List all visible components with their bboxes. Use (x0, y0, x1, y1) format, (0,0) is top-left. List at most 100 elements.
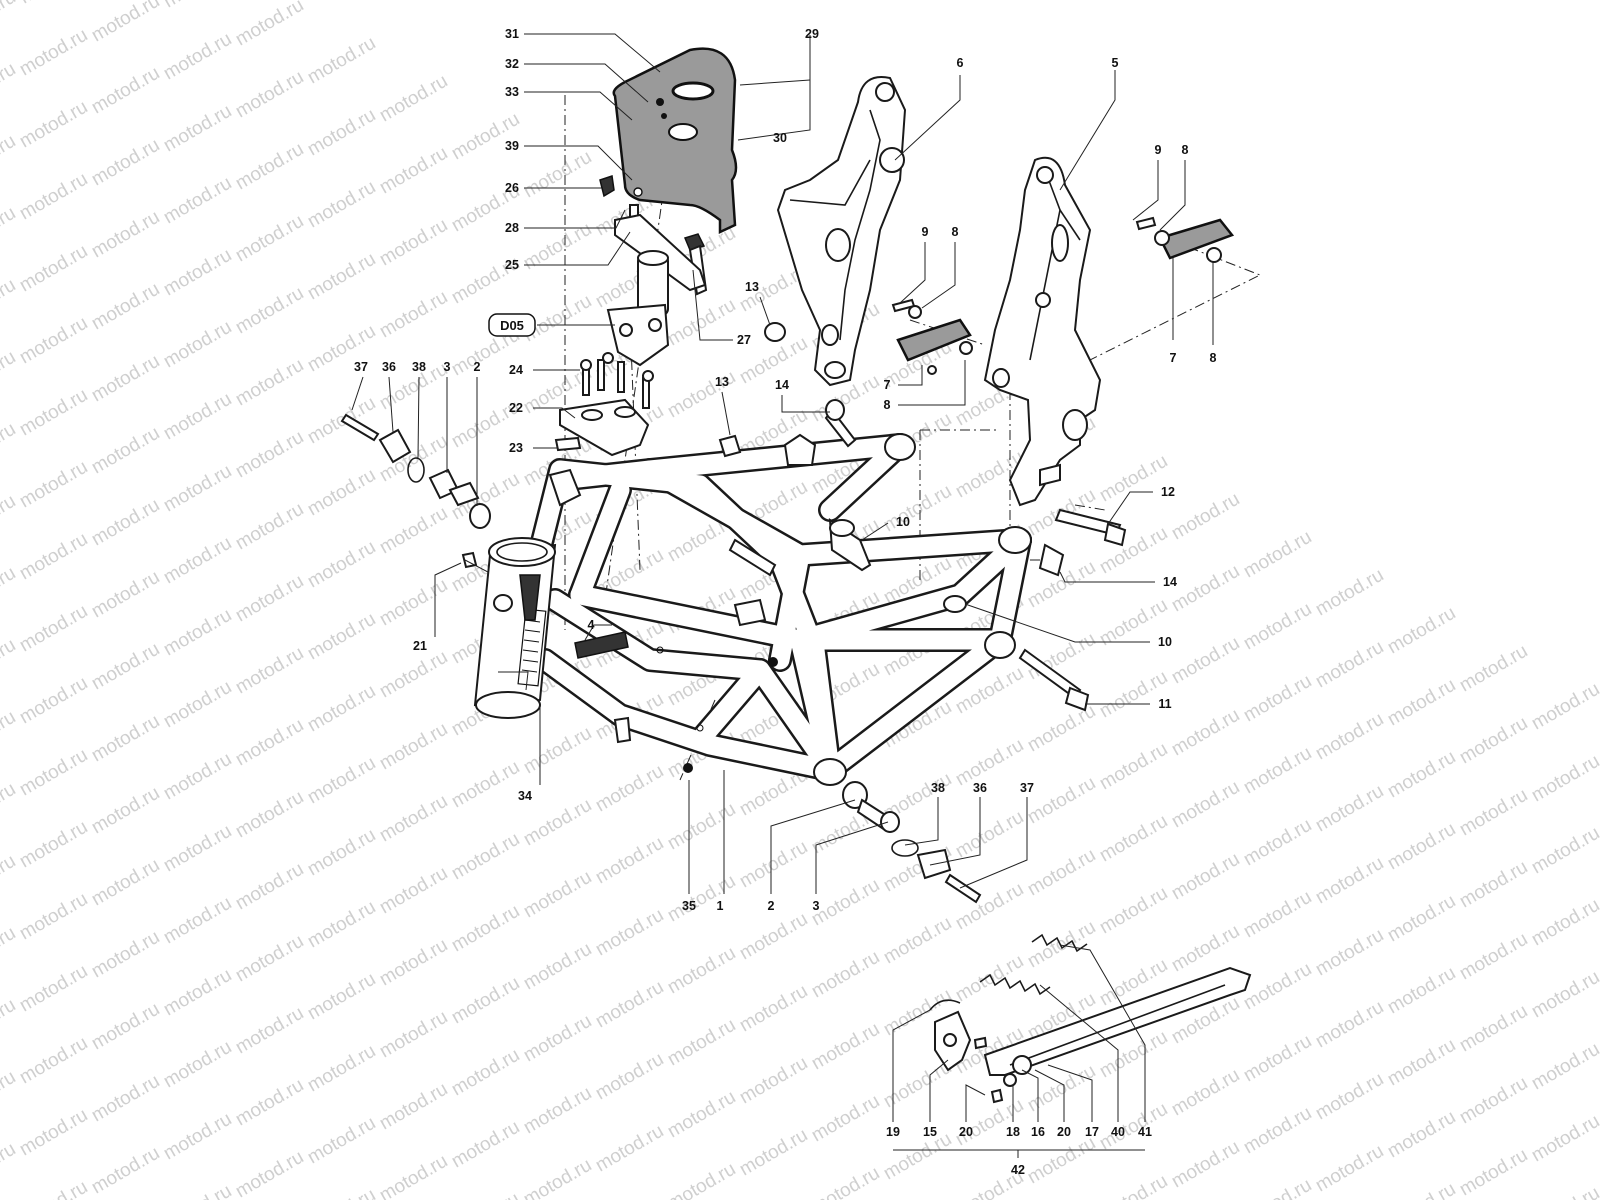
watermark-text: motod.ru (1096, 1099, 1171, 1155)
watermark-text: motod.ru (376, 1007, 451, 1063)
watermark-text: motod.ru (808, 1163, 883, 1200)
watermark-text: motod.ru (1528, 751, 1600, 807)
watermark-text: motod.ru (232, 1003, 307, 1059)
callout-40: 40 (1111, 1125, 1125, 1139)
watermark-text: motod.ru (0, 0, 19, 42)
watermark-text: motod.ru (0, 275, 19, 331)
watermark-text: motod.ru (232, 571, 307, 627)
watermark-text: motod.ru (304, 33, 379, 89)
callout-10-lower: 10 (1158, 635, 1172, 649)
callout-27: 27 (737, 333, 751, 347)
callout-17: 17 (1085, 1125, 1099, 1139)
watermark-text: motod.ru (1240, 671, 1315, 727)
callout-8-right: 8 (1182, 143, 1189, 157)
watermark-text: motod.ru (1024, 1133, 1099, 1189)
watermark-text: motod.ru (1168, 705, 1243, 761)
watermark-text: motod.ru (952, 735, 1027, 791)
watermark-text: motod.ru (1528, 679, 1600, 735)
watermark-text: motod.ru (1456, 641, 1531, 697)
callout-7: 7 (884, 378, 891, 392)
watermark-text: motod.ru (592, 977, 667, 1033)
watermark-text: motod.ru (16, 169, 91, 225)
callout-5: 5 (1112, 56, 1119, 70)
watermark-text: motod.ru (88, 279, 163, 335)
watermark-text: motod.ru (736, 1053, 811, 1109)
watermark-text: motod.ru (952, 1095, 1027, 1151)
watermark-text: motod.ru (664, 943, 739, 999)
watermark-text: motod.ru (448, 901, 523, 957)
steering-head (473, 537, 557, 719)
watermark-text: motod.ru (304, 753, 379, 809)
watermark-text: motod.ru (16, 457, 91, 513)
watermark-text: motod.ru (88, 711, 163, 767)
callout-13-lower: 13 (715, 375, 729, 389)
watermark-text: motod.ru (1528, 823, 1600, 879)
watermark-text: motod.ru (1096, 811, 1171, 867)
watermark-text: motod.ru (0, 203, 19, 259)
watermark-text: motod.ru (1168, 489, 1243, 545)
watermark-text: motod.ru (232, 859, 307, 915)
watermark-text: motod.ru (232, 427, 307, 483)
callout-39: 39 (505, 139, 519, 153)
watermark-text: motod.ru (1312, 637, 1387, 693)
watermark-text: motod.ru (1384, 819, 1459, 875)
reference-d05: D05 (488, 313, 536, 337)
watermark-text: motod.ru (88, 351, 163, 407)
watermark-text: motod.ru (952, 951, 1027, 1007)
watermark-text: motod.ru (1168, 777, 1243, 833)
callout-36-lower: 36 (973, 781, 987, 795)
watermark-text: motod.ru (520, 723, 595, 779)
watermark-text: motod.ru (160, 1037, 235, 1093)
side-stand-assembly (929, 933, 1252, 1104)
watermark-text: motod.ru (88, 639, 163, 695)
watermark-text: motod.ru (736, 1125, 811, 1181)
left-engine-mount-fasteners (340, 413, 491, 569)
watermark-text: motod.ru (16, 745, 91, 801)
callout-22: 22 (509, 401, 523, 415)
watermark-text: motod.ru (160, 101, 235, 157)
watermark-text: motod.ru (88, 999, 163, 1055)
callout-19: 19 (886, 1125, 900, 1139)
watermark-text: motod.ru (664, 1087, 739, 1143)
watermark-text: motod.ru (1456, 785, 1531, 841)
callout-25: 25 (505, 258, 519, 272)
watermark-text: motod.ru (1240, 1175, 1315, 1200)
watermark-text: motod.ru (232, 1147, 307, 1200)
watermark-text: motod.ru (160, 0, 235, 12)
watermark-text: motod.ru (0, 563, 19, 619)
watermark-text: motod.ru (1096, 739, 1171, 795)
watermark-text: motod.ru (16, 817, 91, 873)
steering-stem-assembly (554, 47, 738, 457)
watermark-text: motod.ru (1024, 917, 1099, 973)
callout-12: 12 (1161, 485, 1175, 499)
watermark-text: motod.ru (376, 215, 451, 271)
watermark-text: motod.ru (0, 923, 19, 979)
watermark-text: motod.ru (88, 207, 163, 263)
watermark-text: motod.ru (0, 779, 19, 835)
callout-8: 8 (952, 225, 959, 239)
watermark-text: motod.ru (304, 969, 379, 1025)
watermark-text: motod.ru (160, 317, 235, 373)
callout-42: 42 (1011, 1163, 1025, 1177)
callout-2: 2 (474, 360, 481, 374)
watermark-text: motod.ru (376, 143, 451, 199)
watermark-text: motod.ru (1384, 1035, 1459, 1091)
watermark-text: motod.ru (160, 533, 235, 589)
watermark-text: motod.ru (304, 681, 379, 737)
watermark-text: motod.ru (376, 1079, 451, 1135)
callout-35: 35 (682, 899, 696, 913)
watermark-text: motod.ru (592, 833, 667, 889)
watermark-text: motod.ru (808, 1019, 883, 1075)
watermark-text: motod.ru (1096, 1171, 1171, 1200)
callout-36: 36 (382, 360, 396, 374)
watermark-text: motod.ru (232, 499, 307, 555)
watermark-text: motod.ru (1240, 1031, 1315, 1087)
watermark-text: motod.ru (448, 829, 523, 885)
watermark-text: motod.ru (0, 419, 19, 475)
watermark-text: motod.ru (1024, 557, 1099, 613)
main-frame (473, 433, 1032, 786)
watermark-text: motod.ru (232, 931, 307, 987)
watermark-text: motod.ru (376, 863, 451, 919)
callout-11: 11 (1158, 697, 1171, 711)
callout-29: 29 (805, 27, 819, 41)
